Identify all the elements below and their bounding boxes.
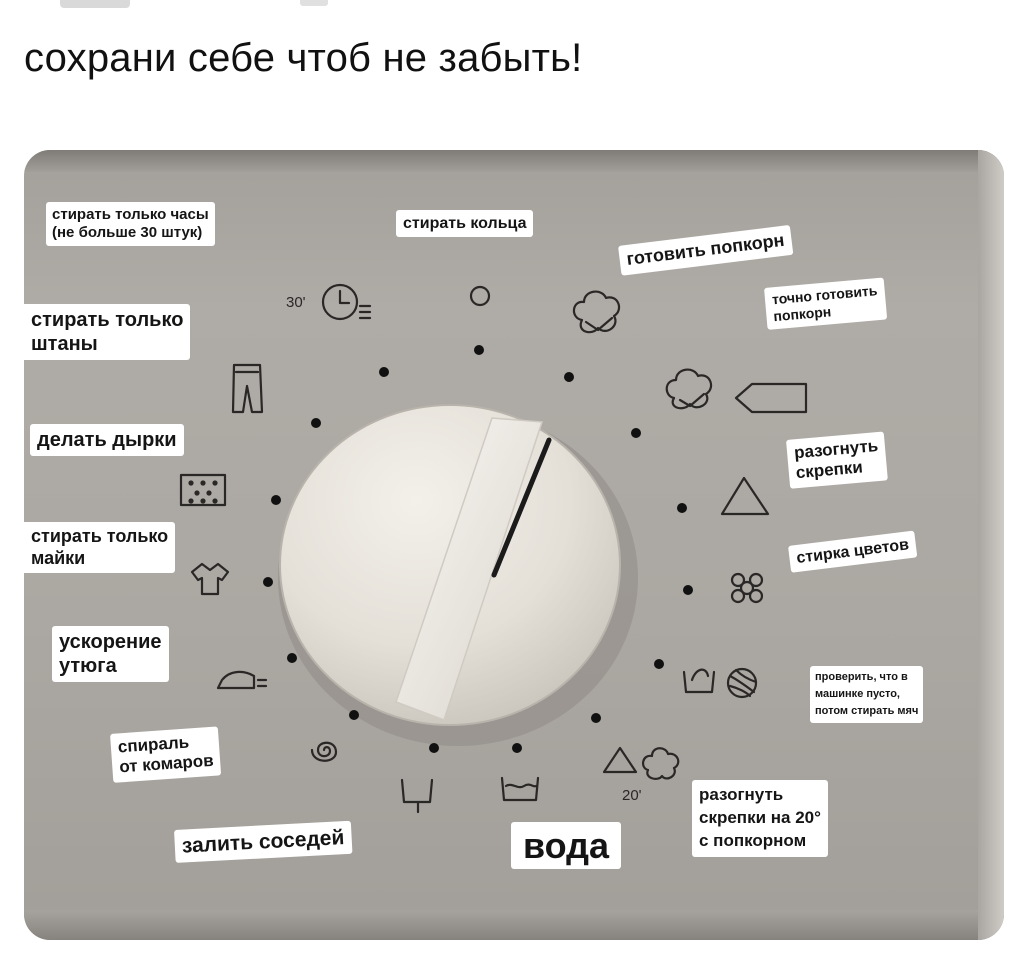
label-line: ускорение [59,631,162,653]
program-knob[interactable] [278,404,638,746]
post-caption: сохрани себе чтоб не забыть! [24,36,583,80]
spiral-icon [310,741,338,762]
temp-20-label: 20' [622,787,642,804]
label-make-holes: делать дырки [30,424,184,456]
label-line: утюга [59,655,117,677]
triangle-small-icon [602,746,638,774]
tag-icon [734,382,808,414]
label-line: стирать только [31,526,169,546]
dot-11 [654,659,664,669]
label-line: стирать только часы [52,206,209,223]
label-iron-boost: ускорение утюга [52,626,169,682]
label-line: машинке пусто, [815,688,900,701]
clock-icon [321,283,372,321]
label-line: скрепки на 20° [699,807,821,827]
label-clips-20: разогнуть скрепки на 20° с попкорном [692,780,828,857]
control-panel-drawing: 30' 20' [179,283,808,814]
panel-bottom-edge [24,910,1004,940]
holes-fabric-icon [179,473,227,507]
tub-drain-icon [400,778,434,814]
triangle-icon [720,476,770,516]
dot-2 [474,345,484,355]
dot-8 [263,577,273,587]
panel-top-edge [24,150,1004,172]
cotton-small-icon [642,747,680,780]
panel-right-edge [978,150,1004,940]
label-check-empty: проверить, что в машинке пусто, потом ст… [810,666,924,724]
washing-machine-photo[interactable]: 30' 20' стирать только часы (не больше 3… [24,150,1004,940]
label-mosquito-coil: спираль от комаров [110,726,222,783]
label-line: проверить, что в [815,671,908,683]
ring-icon [469,285,491,307]
dot-15 [512,743,522,753]
dot-14 [429,743,439,753]
label-line: с попкорном [699,830,807,850]
tub-water-icon [500,776,540,802]
label-line: майки [31,547,86,568]
dot-13 [591,713,601,723]
label-line: стирать только [31,309,184,331]
cropped-previous-post [60,0,130,8]
label-pants: стирать только штаны [24,304,191,360]
cotton-icon [665,368,713,410]
label-line: потом стирать мяч [815,705,919,718]
dot-3 [564,372,574,382]
dot-4 [311,418,321,428]
label-water: вода [511,822,622,870]
knob-pointer [491,437,552,578]
dot-5 [631,428,641,438]
popcorn-bucket-icon [572,290,621,334]
label-tshirts: стирать только майки [24,522,176,574]
dot-9 [683,585,693,595]
dot-10 [287,653,297,663]
dot-6 [271,495,281,505]
program-dots [263,345,693,753]
dot-12 [349,710,359,720]
dot-7 [677,503,687,513]
cropped-previous-post-element [300,0,328,6]
label-wash-rings: стирать кольца [396,210,534,238]
dot-1 [379,367,389,377]
yarn-ball-icon [726,667,758,699]
pants-icon [231,363,264,414]
label-unbend-clips: разогнуть скрепки [786,431,889,489]
label-line: (не больше 30 штук) [52,224,203,241]
temp-30-label: 30' [286,294,306,311]
label-line: разогнуть [699,785,784,804]
tshirt-icon [190,562,230,596]
iron-icon [216,670,268,690]
label-line: штаны [31,333,98,355]
flower-icon [730,572,764,604]
label-wash-watches: стирать только часы (не больше 30 штук) [46,202,215,246]
knob-grip [395,417,544,721]
hand-wash-icon [682,668,716,694]
